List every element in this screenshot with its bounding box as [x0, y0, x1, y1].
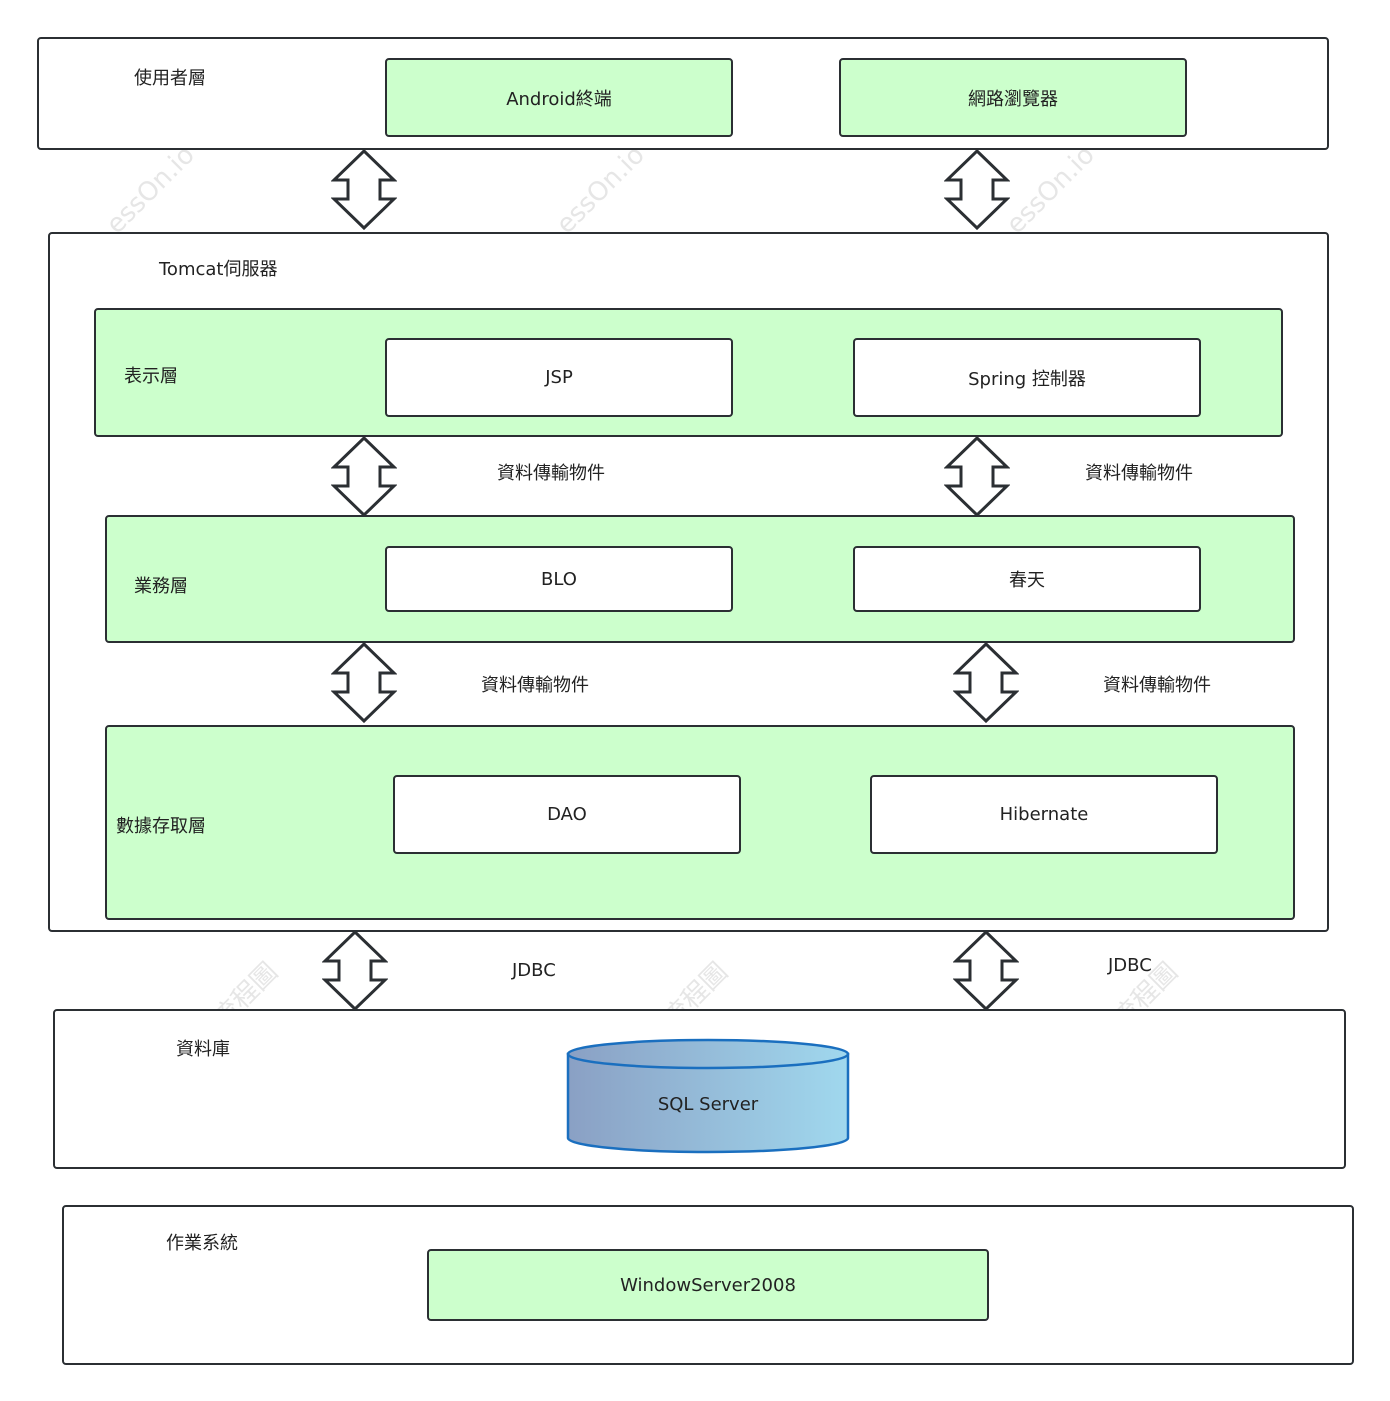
watermark: essOn.io — [550, 139, 651, 241]
dto-label: 資料傳輸物件 — [497, 463, 605, 484]
os-title: 作業系統 — [166, 1233, 238, 1254]
database-title: 資料庫 — [176, 1039, 230, 1060]
tomcat-server-title: Tomcat伺服器 — [159, 259, 278, 280]
spring-box: 春天 — [853, 546, 1201, 612]
dao-box: DAO — [393, 775, 741, 854]
blo-box: BLO — [385, 546, 733, 612]
web-browser-box: 網路瀏覽器 — [839, 58, 1187, 137]
windows-server-box: WindowServer2008 — [427, 1249, 989, 1321]
data-access-layer-title: 數據存取層 — [116, 816, 206, 837]
business-layer-title: 業務層 — [134, 576, 188, 597]
dto-label: 資料傳輸物件 — [1103, 675, 1211, 696]
android-client-box: Android終端 — [385, 58, 733, 137]
bidirectional-arrow-icon — [331, 642, 397, 723]
bidirectional-arrow-icon — [953, 642, 1019, 723]
bidirectional-arrow-icon — [944, 436, 1010, 517]
watermark: essOn.io — [1000, 139, 1101, 241]
bidirectional-arrow-icon — [944, 149, 1010, 230]
hibernate-box: Hibernate — [870, 775, 1218, 854]
bidirectional-arrow-icon — [331, 149, 397, 230]
watermark: essOn.io — [100, 139, 201, 241]
jdbc-label: JDBC — [512, 960, 556, 981]
user-layer-title: 使用者層 — [134, 68, 206, 89]
jdbc-label: JDBC — [1108, 955, 1152, 976]
bidirectional-arrow-icon — [322, 930, 388, 1011]
database-cylinder-icon — [566, 1038, 850, 1154]
dto-label: 資料傳輸物件 — [1085, 463, 1193, 484]
jsp-box: JSP — [385, 338, 733, 417]
bidirectional-arrow-icon — [953, 930, 1019, 1011]
presentation-layer-title: 表示層 — [124, 366, 178, 387]
bidirectional-arrow-icon — [331, 436, 397, 517]
dto-label: 資料傳輸物件 — [481, 675, 589, 696]
sql-server-label: SQL Server — [657, 1093, 759, 1115]
spring-controller-box: Spring 控制器 — [853, 338, 1201, 417]
